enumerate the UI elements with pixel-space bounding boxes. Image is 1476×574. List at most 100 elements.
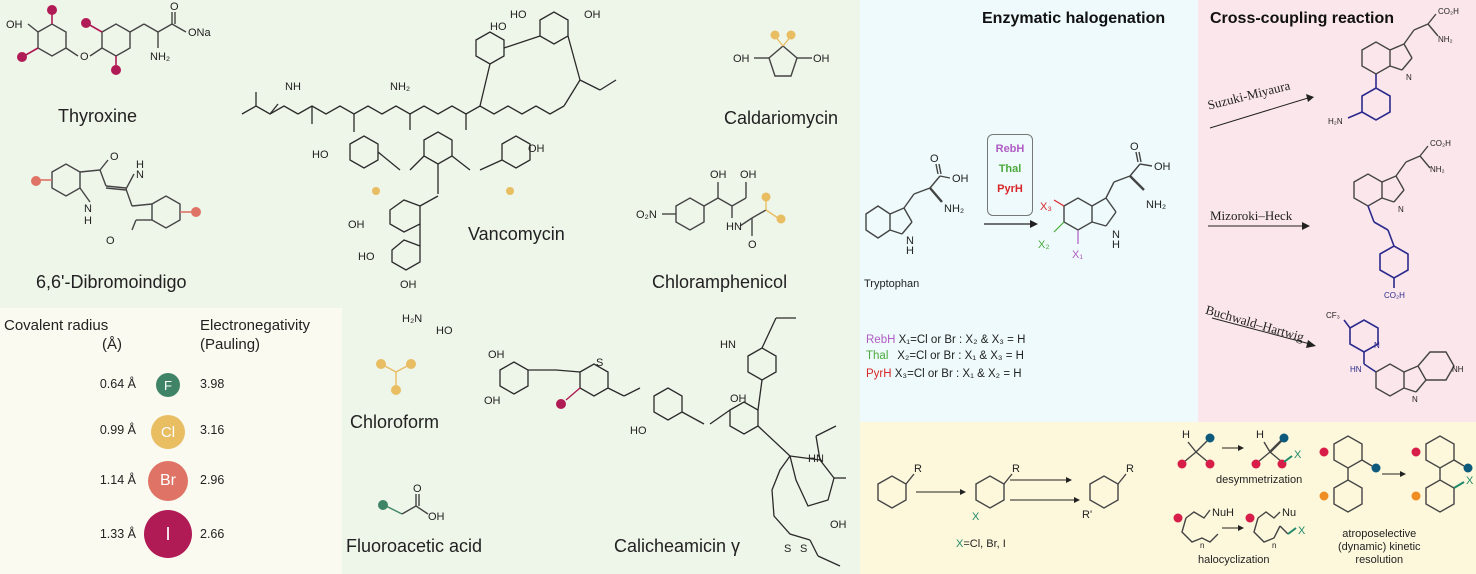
halotryptophan-structure: OOH NH₂ NH X₃ X₂ X₁ xyxy=(1038,141,1171,261)
svg-text:CO₂H: CO₂H xyxy=(1384,291,1405,300)
heck-product-structure: CO₂H NH₂ N CO₂H xyxy=(1353,139,1451,300)
svg-text:n: n xyxy=(1272,541,1276,550)
svg-text:CF₃: CF₃ xyxy=(1326,311,1340,320)
chloramphenicol-label: Chloramphenicol xyxy=(652,272,788,292)
svg-text:NuH: NuH xyxy=(1212,507,1234,519)
enzyme-pyrh: PyrH xyxy=(997,183,1023,195)
halocyclization-scheme: NuH Nu n n X xyxy=(1173,507,1306,550)
atroposelective-scheme: X xyxy=(1319,435,1474,513)
svg-text:X: X xyxy=(972,511,980,523)
svg-text:X: X xyxy=(1466,475,1474,487)
svg-text:H₂N: H₂N xyxy=(402,313,422,325)
svg-text:S: S xyxy=(800,543,807,555)
svg-text:N: N xyxy=(906,235,914,247)
suzuki-miyaura-label: Suzuki-Miyaura xyxy=(1206,77,1292,113)
svg-text:OH: OH xyxy=(710,169,727,181)
svg-text:HN: HN xyxy=(1350,365,1362,374)
svg-text:R: R xyxy=(914,463,922,475)
svg-text:HN: HN xyxy=(720,339,736,351)
radius-value: 0.99 Å xyxy=(99,423,136,437)
svg-text:R': R' xyxy=(1082,509,1092,521)
tryptophan-label: Tryptophan xyxy=(864,278,920,290)
svg-text:NH₂: NH₂ xyxy=(150,51,170,63)
svg-text:H: H xyxy=(1182,429,1190,441)
svg-text:HO: HO xyxy=(490,21,507,33)
svg-text:OH: OH xyxy=(1154,161,1171,173)
svg-text:OH: OH xyxy=(6,19,23,31)
svg-text:N: N xyxy=(84,203,92,215)
halogen-row-i: 1.33 Å I 2.66 xyxy=(0,510,342,558)
halogen-properties-table: Covalent radius (Å) Electronegativity (P… xyxy=(0,308,342,574)
svg-text:H: H xyxy=(906,245,914,257)
arene-halogenation-scheme: R R R X R' xyxy=(877,463,1134,523)
mizoroki-heck-label: Mizoroki–Heck xyxy=(1210,208,1293,223)
atroposelective-line3: resolution xyxy=(1355,554,1404,566)
legend-enzyme: PyrH xyxy=(866,368,892,380)
svg-text:N: N xyxy=(1412,395,1418,404)
x2-label: X₂ xyxy=(1038,239,1050,251)
legend-thal: Thal X₂=Cl or Br : X₁ & X₃ = H xyxy=(866,350,1024,362)
svg-text:OH: OH xyxy=(733,53,750,65)
svg-text:N: N xyxy=(1406,73,1412,82)
svg-text:H: H xyxy=(1112,239,1120,251)
x-definition: X=Cl, Br, I xyxy=(956,538,1006,550)
radius-header-line1: Covalent radius xyxy=(4,317,109,334)
radius-header-line2: (Å) xyxy=(102,336,122,353)
svg-text:O₂N: O₂N xyxy=(636,209,657,221)
legend-text: X₁=Cl or Br : X₂ & X₃ = H xyxy=(898,334,1026,346)
thyroxine-structure: OH O O ONa NH₂ xyxy=(6,1,212,75)
svg-text:X: X xyxy=(1298,525,1306,537)
vancomycin-structure: NH HO NH₂ OH HO OH HO OH HO OH H₂N HO xyxy=(241,9,617,337)
buchwald-product-structure: CF₃ N HN NH N xyxy=(1326,311,1464,404)
halogen-row-f: 0.64 Å F 3.98 xyxy=(0,362,342,406)
svg-text:OH: OH xyxy=(400,279,417,291)
svg-text:OH: OH xyxy=(488,349,505,361)
desymmetrization-label: desymmetrization xyxy=(1216,474,1303,486)
svg-text:HN: HN xyxy=(808,453,824,465)
suzuki-product-structure: CO₂H NH₂ N H₂N xyxy=(1328,7,1459,126)
svg-text:NH₂: NH₂ xyxy=(1438,35,1453,44)
svg-text:S: S xyxy=(596,357,603,369)
svg-text:S: S xyxy=(784,543,791,555)
cross-coupling-panel: Cross-coupling reaction Suzuki-Miyaura M… xyxy=(1198,0,1476,422)
en-header-line2: (Pauling) xyxy=(200,336,261,353)
svg-text:OH: OH xyxy=(428,511,445,523)
svg-text:H: H xyxy=(84,215,92,227)
svg-text:OH: OH xyxy=(528,143,545,155)
svg-text:OH: OH xyxy=(730,393,747,405)
svg-text:H: H xyxy=(1256,429,1264,441)
svg-text:NH₂: NH₂ xyxy=(390,81,410,93)
enzymatic-title: Enzymatic halogenation xyxy=(982,10,1166,27)
svg-text:CO₂H: CO₂H xyxy=(1438,7,1459,16)
svg-text:NH: NH xyxy=(1452,365,1464,374)
atroposelective-label: atroposelective (dynamic) kinetic resolu… xyxy=(1338,528,1421,567)
svg-text:HN: HN xyxy=(726,221,742,233)
svg-text:O: O xyxy=(110,151,119,163)
dibromoindigo-structure: O NH NH O xyxy=(31,151,201,247)
svg-text:NH₂: NH₂ xyxy=(1146,199,1166,211)
radius-value: 1.33 Å xyxy=(99,527,136,541)
svg-text:CO₂H: CO₂H xyxy=(1430,139,1451,148)
legend-text: X₂=Cl or Br : X₁ & X₃ = H xyxy=(897,350,1024,362)
svg-text:O: O xyxy=(106,235,115,247)
caldariomycin-label: Caldariomycin xyxy=(724,108,839,128)
electronegativity-value: 3.16 xyxy=(200,423,225,437)
en-header-line1: Electronegativity xyxy=(200,317,311,334)
svg-text:O: O xyxy=(1130,141,1139,153)
svg-text:HO: HO xyxy=(358,251,375,263)
cross-coupling-title: Cross-coupling reaction xyxy=(1210,10,1395,27)
svg-text:OH: OH xyxy=(584,9,601,21)
svg-text:OH: OH xyxy=(348,219,365,231)
svg-text:Nu: Nu xyxy=(1282,507,1296,519)
enzyme-rebh: RebH xyxy=(995,143,1025,155)
svg-text:NH₂: NH₂ xyxy=(944,203,964,215)
svg-text:O: O xyxy=(170,1,179,13)
svg-text:N: N xyxy=(1374,341,1380,350)
fluoroacetic-acid-label: Fluoroacetic acid xyxy=(346,536,483,556)
enzyme-box: RebH Thal PyrH xyxy=(987,134,1033,216)
x-symbol: X xyxy=(956,538,964,550)
halocyclization-label: halocyclization xyxy=(1198,554,1270,566)
svg-text:O: O xyxy=(413,483,422,495)
